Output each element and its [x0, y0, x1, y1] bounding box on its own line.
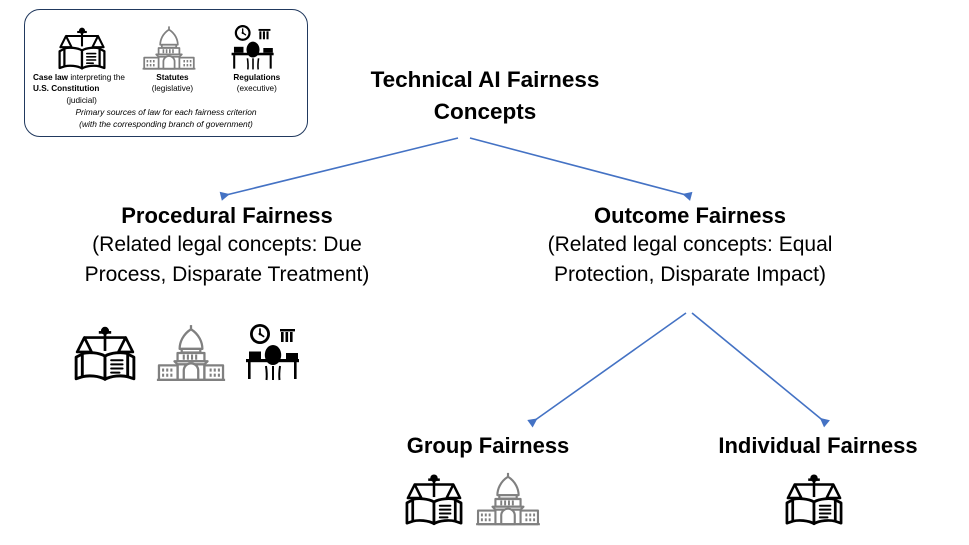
- legend-regulations-bold: Regulations: [233, 73, 281, 82]
- outcome-sub-line2: Protection, Disparate Impact): [554, 263, 826, 286]
- capitol-building-icon: [141, 24, 197, 72]
- legend-constitution-bold: U.S. Constitution: [33, 84, 100, 94]
- legend-statutes-bold: Statutes: [156, 73, 189, 82]
- regulator-desk-clock-icon: [244, 322, 302, 384]
- outcome-sub-line1: (Related legal concepts: Equal: [547, 233, 833, 256]
- procedural-title: Procedural Fairness: [121, 203, 333, 228]
- legend-caption-statutes: Statutes (legislative): [130, 72, 214, 95]
- group-title: Group Fairness: [406, 433, 570, 458]
- edge-outcome-to-group: [527, 312, 687, 428]
- legend-case-law-branch: (judicial): [66, 95, 97, 105]
- regulator-desk-clock-icon: [230, 24, 276, 72]
- node-individual-fairness: Individual Fairness: [690, 432, 946, 460]
- edge-outcome-to-individual: [691, 312, 830, 428]
- legend-footer-line2: (with the corresponding branch of govern…: [79, 118, 253, 129]
- edge-root-to-outcome: [469, 137, 693, 201]
- legend-statutes-branch: (legislative): [151, 84, 194, 94]
- edge-root-to-procedural: [219, 137, 459, 201]
- legend-footer: Primary sources of law for each fairness…: [25, 107, 307, 130]
- node-group-fairness: Group Fairness: [362, 432, 614, 460]
- primary-sources-of-law-legend: Case law interpreting the U.S. Constitut…: [24, 9, 308, 137]
- legend-case-law-bold: Case law: [33, 73, 69, 82]
- legend-regulations-branch: (executive): [236, 84, 277, 94]
- node-procedural-fairness: Procedural Fairness (Related legal conce…: [42, 202, 412, 290]
- scales-book-icon: [403, 470, 465, 528]
- capitol-building-icon: [154, 322, 228, 384]
- legend-icon-row: [25, 16, 307, 72]
- node-technical-ai-fairness-concepts: Technical AI Fairness Concepts: [325, 64, 645, 128]
- procedural-sub-line1: (Related legal concepts: Due: [92, 233, 362, 256]
- outcome-title: Outcome Fairness: [594, 203, 786, 228]
- individual-title: Individual Fairness: [718, 433, 918, 458]
- scales-book-icon: [783, 470, 845, 528]
- legend-caption-case-law: Case law interpreting the U.S. Constitut…: [33, 72, 130, 106]
- root-title-line2: Concepts: [433, 99, 537, 124]
- legend-caption-regulations: Regulations (executive): [215, 72, 299, 95]
- procedural-icon-row: [72, 322, 302, 384]
- legend-caption-row: Case law interpreting the U.S. Constitut…: [25, 72, 307, 106]
- legend-footer-line1: Primary sources of law for each fairness…: [75, 107, 257, 117]
- procedural-sub-line2: Process, Disparate Treatment): [84, 263, 370, 286]
- capitol-building-icon: [473, 470, 543, 528]
- node-outcome-fairness: Outcome Fairness (Related legal concepts…: [495, 202, 885, 290]
- scales-book-icon: [72, 322, 138, 384]
- scales-book-icon: [56, 24, 108, 72]
- group-icon-row: [403, 470, 543, 528]
- legend-case-law-regular: interpreting the: [68, 73, 125, 82]
- root-title-line1: Technical AI Fairness: [370, 67, 600, 92]
- individual-icon-row: [783, 470, 845, 528]
